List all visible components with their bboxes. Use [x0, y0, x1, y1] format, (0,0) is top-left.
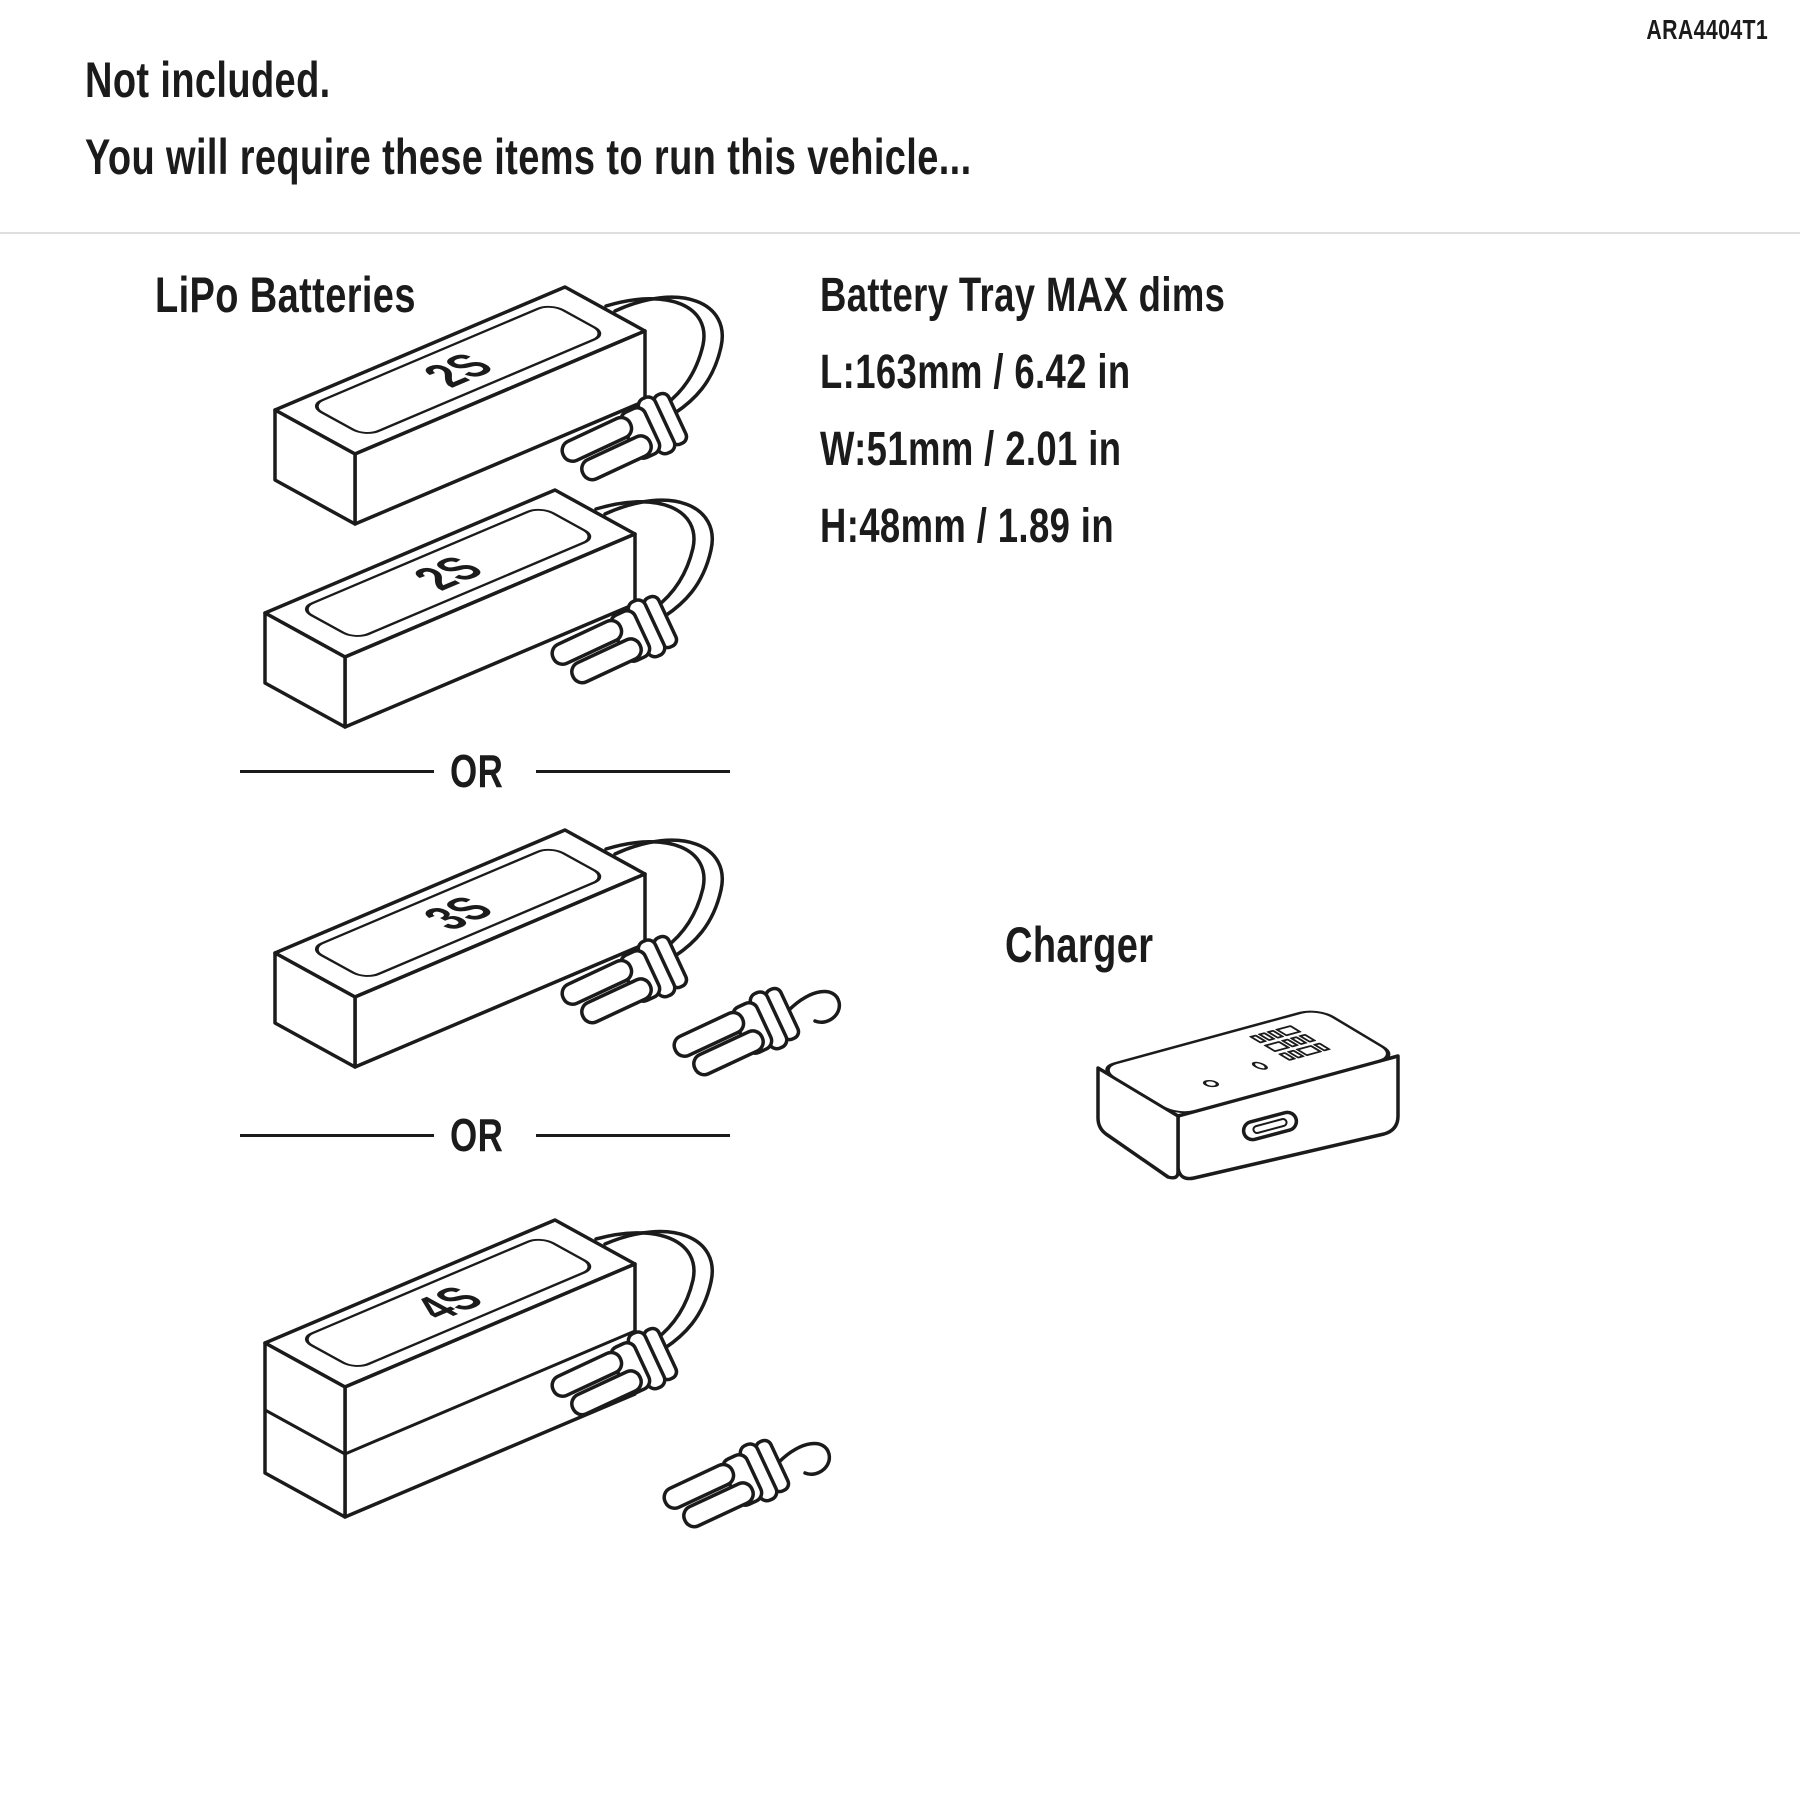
battery-wire	[594, 498, 714, 618]
or-divider-line	[536, 769, 730, 773]
battery-seam-line	[263, 1329, 637, 1456]
spare-connector	[672, 986, 801, 1077]
battery-wire	[604, 295, 724, 415]
or-divider-line	[536, 1133, 730, 1137]
charger-led-indicators	[1202, 1061, 1268, 1088]
tray-dim-length: L:163mm / 6.42 in	[820, 346, 1131, 399]
tray-dim-height: H:48mm / 1.89 in	[820, 500, 1114, 553]
battery-tray-dims: Battery Tray MAX dims L:163mm / 6.42 in …	[820, 268, 1353, 576]
battery-4s-illustration: 4S	[263, 1218, 832, 1529]
battery-connector	[550, 1326, 679, 1417]
or-label: OR	[450, 1109, 504, 1161]
tray-dim-width: W:51mm / 2.01 in	[820, 423, 1122, 476]
or-divider-line	[240, 1133, 434, 1137]
spare-connector-pigtail	[777, 1441, 832, 1476]
charger-vent-grid	[1249, 1025, 1331, 1061]
battery-body: 2S	[273, 285, 647, 526]
spare-connector-pigtail	[787, 989, 842, 1024]
or-label: OR	[450, 745, 504, 797]
battery-connector	[560, 391, 689, 482]
battery-3s-illustration: 3S	[273, 828, 842, 1077]
charger-illustration	[1096, 1010, 1400, 1181]
or-divider-line	[240, 769, 434, 773]
or-divider-2: OR	[240, 1109, 730, 1161]
battery-2s-second-illustration: 2S	[263, 488, 714, 729]
battery-connector	[550, 594, 679, 685]
header-line2: You will require these items to run this…	[85, 129, 972, 185]
header-line1: Not included.	[85, 52, 331, 108]
spare-connector	[662, 1438, 791, 1529]
header-divider	[0, 232, 1800, 234]
usb-c-port	[1241, 1110, 1299, 1142]
battery-connector	[560, 934, 689, 1025]
part-number: ARA4404T1	[1646, 14, 1768, 45]
or-divider-1: OR	[240, 745, 730, 797]
charger-body	[1096, 1010, 1400, 1181]
battery-wire	[594, 1229, 714, 1350]
battery-wire	[604, 838, 724, 958]
battery-body: 3S	[273, 828, 647, 1069]
lipo-batteries-label: LiPo Batteries	[155, 267, 416, 323]
battery-2s-first-illustration: 2S	[273, 285, 724, 526]
charger-label: Charger	[1005, 917, 1154, 973]
battery-body: 4S	[263, 1218, 637, 1519]
tray-dims-title: Battery Tray MAX dims	[820, 269, 1226, 322]
battery-body: 2S	[263, 488, 637, 729]
